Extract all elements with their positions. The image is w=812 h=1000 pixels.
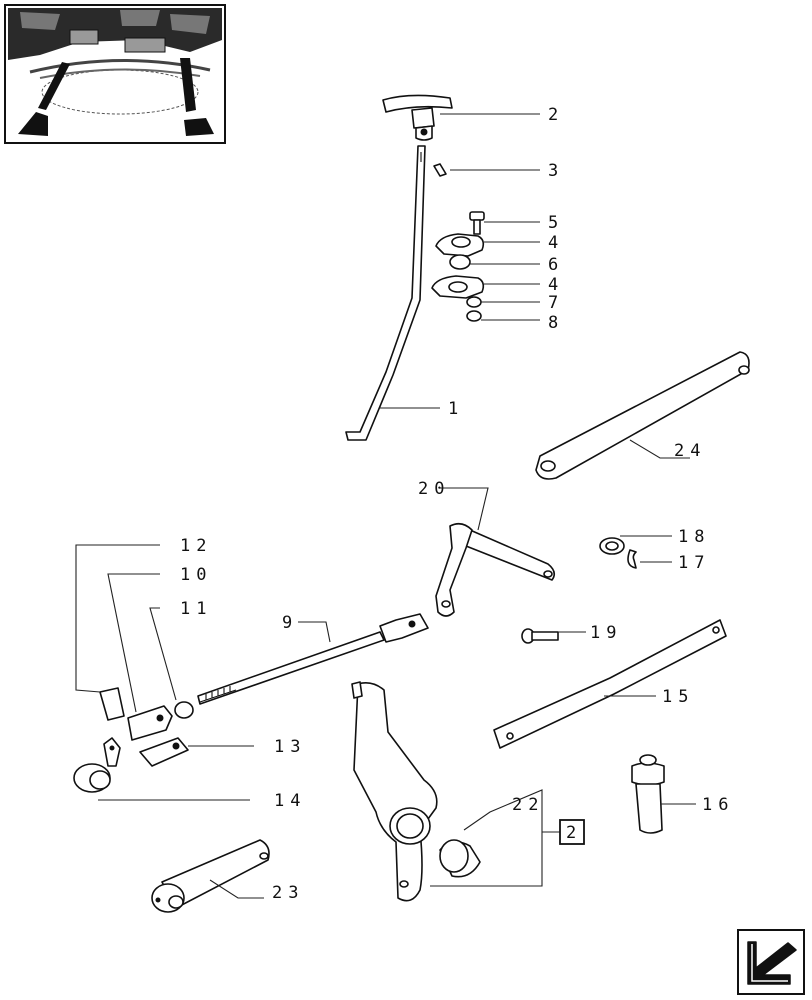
reference-box [559,819,585,845]
callout-23: 23 [272,883,304,903]
callout-17: 17 [678,553,710,573]
hand-lever-rod [345,145,426,441]
callout-15: 15 [662,687,694,707]
callout-5: 5 [548,213,564,233]
clevis [139,737,189,767]
flat-strap [493,619,727,749]
nut-upper [466,296,482,308]
clip [99,687,125,721]
callout-9: 9 [282,613,298,633]
callout-13: 13 [274,737,306,757]
pedal-arm [351,681,438,902]
tractor-pedal-area-thumbnail-icon[interactable] [4,4,226,144]
callout-19: 19 [590,623,622,643]
callout-7: 7 [548,293,564,313]
callout-16: 16 [702,795,734,815]
clevis-fork [127,705,173,741]
flange-plate-lower [431,275,485,299]
lever-hub [73,737,121,793]
lock-nut [174,701,194,719]
callout-6: 6 [548,255,564,275]
pin [433,163,447,177]
reference-box-label: 2 [566,823,576,843]
small-link-rod [151,839,270,913]
pedal-shaft [435,522,556,617]
callout-10: 10 [180,565,212,585]
rubber-bushing [449,254,471,270]
callout-22: 22 [512,795,544,815]
callout-14: 14 [274,791,306,811]
callout-11: 11 [180,599,212,619]
washer [599,537,625,555]
hex-bolt [631,754,665,834]
bushing [439,839,481,878]
circlip [627,549,637,569]
callout-3: 3 [548,161,564,181]
callout-8: 8 [548,313,564,333]
t-handle-knob [382,94,453,141]
callout-4a: 4 [548,233,564,253]
callout-24: 24 [674,441,706,461]
callout-1: 1 [448,399,464,419]
bolt [469,211,485,235]
clevis-pin [521,628,559,644]
flange-plate-upper [435,233,485,257]
nut-lower [466,310,482,322]
callout-4b: 4 [548,275,564,295]
next-page-arrow-icon[interactable] [737,929,805,995]
callout-12: 12 [180,536,212,556]
threaded-rod [197,613,429,705]
link-arm [535,351,750,480]
callout-18: 18 [678,527,710,547]
callout-2: 2 [548,105,564,125]
callout-20: 20 [418,479,450,499]
